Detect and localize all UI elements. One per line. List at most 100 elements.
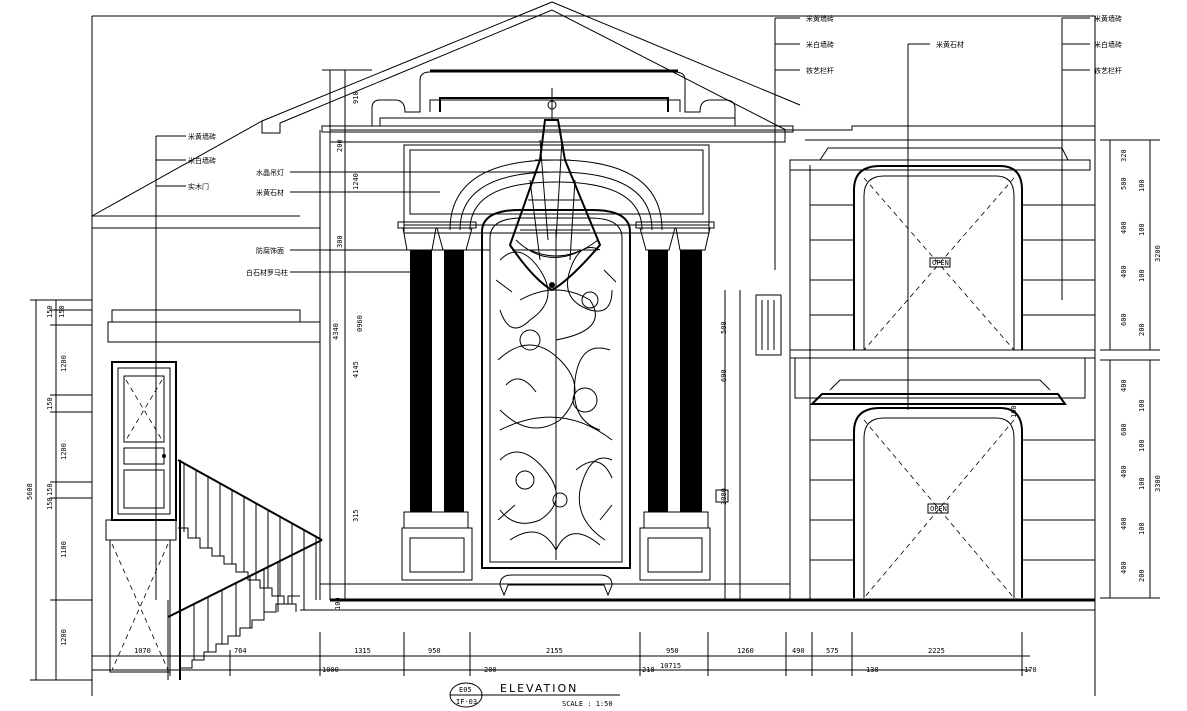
dim-c-10: 500 xyxy=(720,321,728,334)
dim-c-5: 0960 xyxy=(356,315,364,332)
dim-bt-4: 2155 xyxy=(546,647,563,655)
dim-c-12: 100 xyxy=(1010,405,1018,418)
dim-left-outer: 5608 xyxy=(26,483,34,500)
note-center-3: 防腐饰面 xyxy=(256,246,284,255)
left-columns xyxy=(397,221,477,581)
dim-li-6: 1100 xyxy=(60,541,68,558)
dim-ra-9: 3200 xyxy=(1154,245,1162,262)
dim-bl-4: 138 xyxy=(866,666,879,674)
portal-cornice xyxy=(321,69,794,143)
right-columns xyxy=(635,221,715,581)
dim-ra-4: 100 xyxy=(1138,223,1146,236)
note-right-a-2: 米白墙砖 xyxy=(806,40,834,49)
portal-body xyxy=(403,144,710,234)
dim-ra-1: 500 xyxy=(1120,177,1128,190)
right-wing-upper: OPEN xyxy=(789,139,1096,600)
dim-li-0: 150 xyxy=(46,305,54,318)
note-center-1: 水晶吊灯 xyxy=(256,168,284,177)
note-left-1: 米黄墙砖 xyxy=(188,132,216,141)
dim-c-9: 3000 xyxy=(720,488,728,505)
dim-c-8: 100 xyxy=(334,597,342,610)
dim-rb-2: 600 xyxy=(1120,423,1128,436)
dim-rb-5: 100 xyxy=(1138,477,1146,490)
dim-c-11: 690 xyxy=(720,369,728,382)
note-center-4: 白石材罗马柱 xyxy=(246,268,288,277)
dim-rb-9: 200 xyxy=(1138,569,1146,582)
dim-li-5: 150 xyxy=(46,483,54,496)
note-right-a-3: 铁艺栏杆 xyxy=(806,66,834,75)
title-text: ELEVATION xyxy=(500,682,578,695)
bottom-dims-low: 1000 200 10715 218 138 170 xyxy=(322,662,1037,674)
dim-c-7: 315 xyxy=(352,509,360,522)
dim-bl-1: 200 xyxy=(484,666,497,674)
dim-ra-6: 100 xyxy=(1138,269,1146,282)
open-tag-upper: OPEN xyxy=(932,259,949,267)
dim-ra-7: 600 xyxy=(1120,313,1128,326)
note-right-a-1: 米黄墙砖 xyxy=(806,14,834,23)
dim-c-0: 910 xyxy=(352,91,360,104)
dim-rb-0: 400 xyxy=(1120,379,1128,392)
dim-rb-7: 100 xyxy=(1138,522,1146,535)
dim-bt-9: 2225 xyxy=(928,647,945,655)
center-dims: 910 200 1240 300 4340 0960 4145 315 100 … xyxy=(332,91,1018,610)
dim-bt-3: 950 xyxy=(428,647,441,655)
dim-bt-7: 490 xyxy=(792,647,805,655)
dim-ra-3: 400 xyxy=(1120,221,1128,234)
dim-li-4: 1200 xyxy=(60,443,68,460)
dim-bl-0: 1000 xyxy=(322,666,339,674)
right-dims-upper: 320 500 100 400 100 400 100 600 200 3200 xyxy=(1120,149,1162,336)
right-wing-lower: OPEN xyxy=(794,357,1095,599)
dim-bl-5: 170 xyxy=(1024,666,1037,674)
dim-bt-6: 1260 xyxy=(737,647,754,655)
staircase xyxy=(167,459,323,680)
floral-pattern xyxy=(495,230,617,560)
note-right-b: 米黄石材 xyxy=(936,40,964,49)
dim-c-1: 200 xyxy=(336,139,344,152)
gable-roof xyxy=(91,1,1095,600)
dim-rb-6: 400 xyxy=(1120,517,1128,530)
dim-bt-1: 764 xyxy=(234,647,247,655)
balusters xyxy=(179,464,317,668)
title-ref-bottom: IF-03 xyxy=(456,698,477,706)
open-tag-lower: OPEN xyxy=(930,505,947,513)
note-center-2: 米黄石材 xyxy=(256,188,284,197)
dim-c-6: 4145 xyxy=(352,361,360,378)
dim-c-4: 4340 xyxy=(332,323,340,340)
dim-ra-5: 400 xyxy=(1120,265,1128,278)
dim-bt-5: 950 xyxy=(666,647,679,655)
dim-ra-0: 320 xyxy=(1120,149,1128,162)
title-ref-top: E05 xyxy=(459,686,472,694)
dim-rb-4: 400 xyxy=(1120,465,1128,478)
dim-bl-3: 218 xyxy=(642,666,655,674)
title-scale: SCALE : 1:50 xyxy=(562,700,613,708)
title-block: E05 IF-03 ELEVATION SCALE : 1:50 xyxy=(449,682,620,708)
dimension-lines xyxy=(30,69,1160,681)
note-left-3: 实木门 xyxy=(188,182,209,191)
dim-bt-8: 575 xyxy=(826,647,839,655)
dim-bt-2: 1315 xyxy=(354,647,371,655)
dim-li-7: 150 xyxy=(46,497,54,510)
dim-rb-3: 100 xyxy=(1138,439,1146,452)
chandelier xyxy=(508,88,602,292)
dim-bt-0: 1070 xyxy=(134,647,151,655)
note-right-c-3: 铁艺栏杆 xyxy=(1094,66,1122,75)
note-right-c-1: 米黄墙砖 xyxy=(1094,14,1122,23)
decorative-door-panel xyxy=(481,209,631,597)
dim-li-8: 1200 xyxy=(60,629,68,646)
bottom-dims-top: 1070 764 1315 950 2155 950 1260 490 575 … xyxy=(134,647,945,655)
dim-bl-2: 10715 xyxy=(660,662,681,670)
dim-li-3: 150 xyxy=(46,397,54,410)
dim-rb-8: 400 xyxy=(1120,561,1128,574)
note-right-c-2: 米白墙砖 xyxy=(1094,40,1122,49)
mid-wall xyxy=(715,290,782,600)
dim-c-3: 300 xyxy=(336,235,344,248)
dim-rb-10: 3300 xyxy=(1154,475,1162,492)
dim-ra-2: 100 xyxy=(1138,179,1146,192)
dim-c-2: 1240 xyxy=(352,173,360,190)
note-left-2: 米白墙砖 xyxy=(188,156,216,165)
dim-li-1: 150 xyxy=(58,305,66,318)
dim-rb-1: 100 xyxy=(1138,399,1146,412)
annotation-notes: 米黄墙砖 米白墙砖 实木门 水晶吊灯 米黄石材 防腐饰面 白石材罗马柱 米黄墙砖… xyxy=(188,14,1122,277)
floor-lines xyxy=(300,583,1095,611)
